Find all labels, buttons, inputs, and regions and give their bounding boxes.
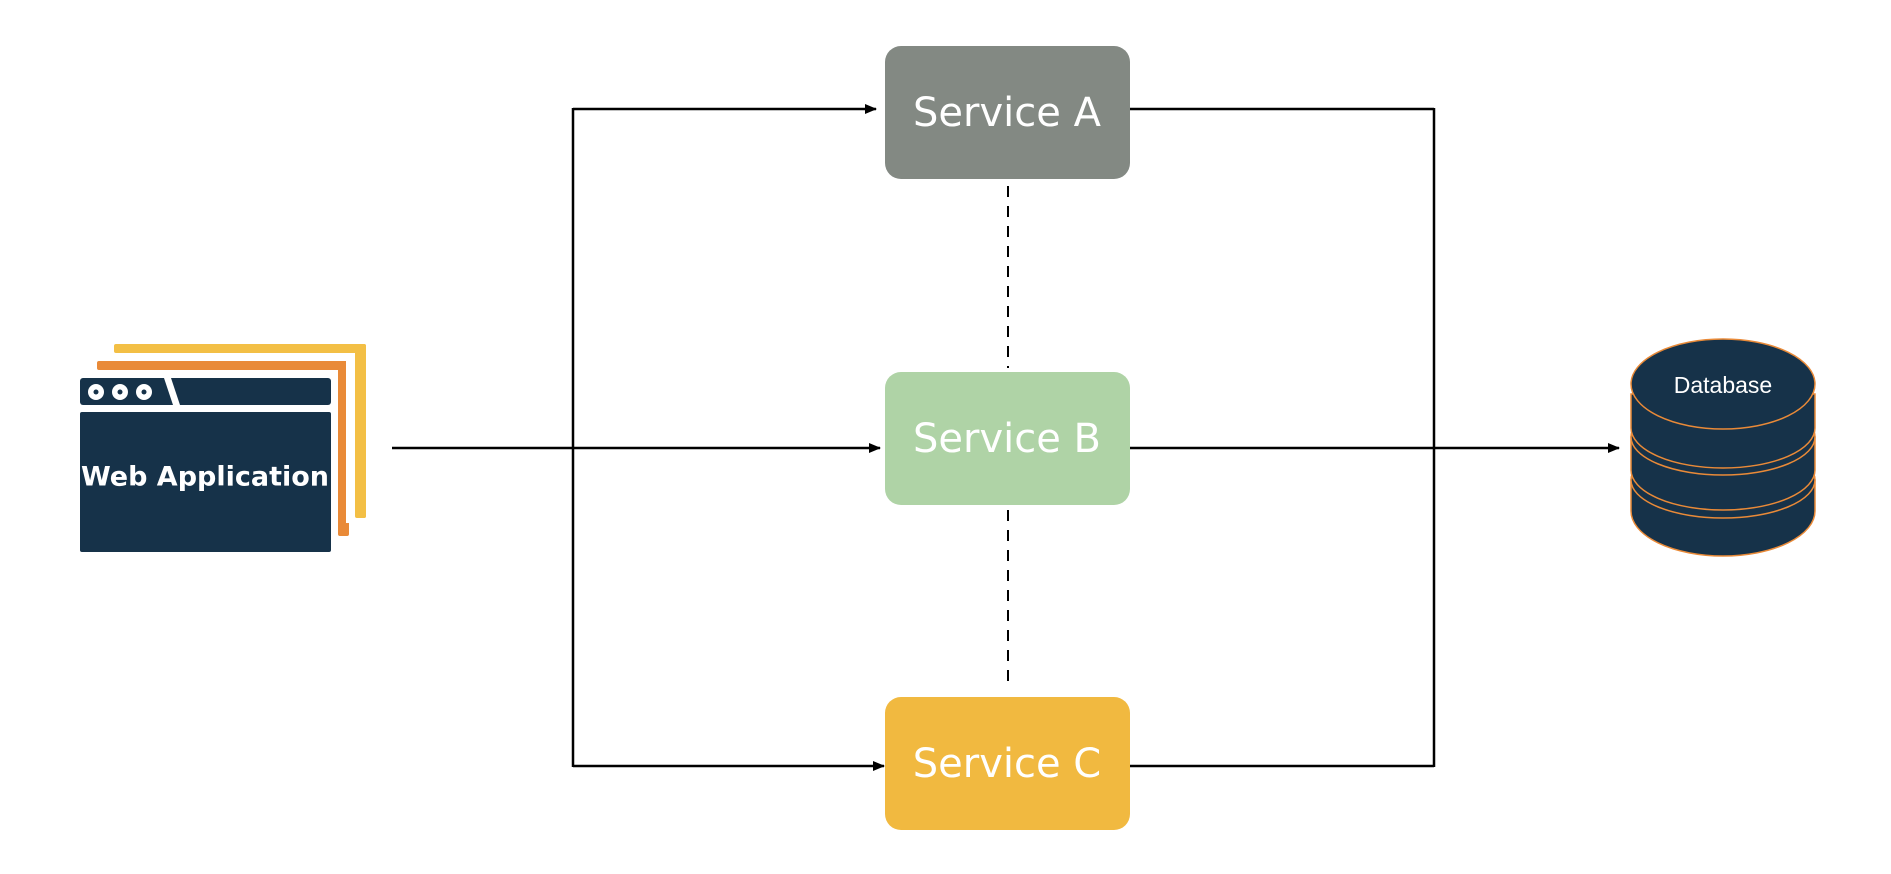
window-dot-1-inner — [93, 389, 99, 395]
service-b-label: Service B — [913, 416, 1101, 462]
connectors — [392, 104, 1620, 771]
service-c-node[interactable]: Service C — [885, 697, 1130, 830]
web-application-label: Web Application — [81, 462, 329, 493]
navy-window-body — [80, 412, 331, 552]
gap-orange — [332, 370, 338, 540]
service-a-box — [885, 46, 1130, 179]
web-application-node[interactable]: Web Application — [80, 344, 366, 552]
yellow-window-top — [114, 344, 366, 353]
database-node[interactable]: Database — [1630, 338, 1816, 557]
service-b-node[interactable]: Service B — [885, 372, 1130, 505]
service-a-label: Service A — [913, 90, 1102, 136]
orange-window-top — [97, 361, 350, 370]
database-cylinder-icon — [1630, 338, 1816, 557]
db-top-ellipse — [1630, 338, 1816, 430]
tab-notch — [164, 378, 180, 405]
service-c-label: Service C — [913, 741, 1101, 787]
window-dot-3-inner — [141, 389, 147, 395]
gap-yellow — [346, 353, 355, 523]
window-dot-2-inner — [117, 389, 123, 395]
yellow-window-right-edge — [356, 380, 366, 518]
service-c-box — [885, 697, 1130, 830]
service-b-box — [885, 372, 1130, 505]
service-a-node[interactable]: Service A — [885, 46, 1130, 179]
browser-windows-icon — [80, 344, 366, 552]
database-label: Database — [1674, 372, 1772, 398]
